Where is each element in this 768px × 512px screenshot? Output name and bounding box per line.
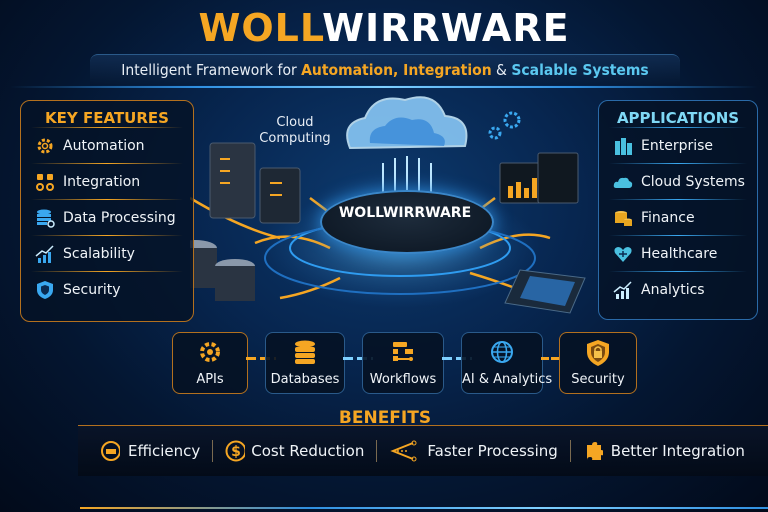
benefits-list: Efficiency $ Cost Reduction Faster Proce… — [100, 440, 745, 462]
component-databases: Databases — [265, 332, 345, 394]
svg-text:$: $ — [231, 444, 241, 460]
gear-icon — [197, 339, 223, 369]
benefit-efficiency: Efficiency — [100, 441, 200, 461]
application-enterprise: Enterprise — [599, 128, 757, 163]
subtitle-highlight-cyan: Scalable Systems — [511, 61, 649, 79]
network-icon — [389, 440, 417, 462]
feature-label: Integration — [63, 173, 141, 190]
application-label: Analytics — [641, 281, 705, 298]
divider — [569, 440, 571, 462]
page-title: WOLLWIRRWARE — [0, 6, 768, 50]
divider — [212, 440, 214, 462]
hub-label: WOLLWIRRWARE — [338, 205, 472, 221]
application-label: Enterprise — [641, 137, 714, 154]
divider — [609, 163, 747, 164]
divider — [31, 127, 183, 128]
coins-icon — [613, 208, 633, 228]
divider — [31, 235, 183, 236]
feature-data-processing: Data Processing — [21, 200, 193, 235]
applications-panel: APPLICATIONS Enterprise Cloud Systems Fi… — [598, 100, 758, 320]
application-label: Finance — [641, 209, 695, 226]
benefit-cost-reduction: $ Cost Reduction — [225, 440, 365, 462]
component-label: AI & Analytics — [462, 372, 553, 387]
cloud-computing-label: Cloud Computing — [255, 115, 335, 147]
cloud-label-line1: Cloud — [276, 115, 314, 130]
component-label: Security — [571, 372, 625, 387]
component-label: APIs — [196, 372, 224, 387]
application-finance: Finance — [599, 200, 757, 235]
benefits-bar — [78, 425, 768, 476]
application-label: Cloud Systems — [641, 173, 745, 190]
analytics-icon — [613, 280, 633, 300]
feature-label: Security — [63, 281, 121, 298]
subtitle-amp: & — [491, 61, 512, 79]
feature-label: Data Processing — [63, 209, 176, 226]
benefit-label: Better Integration — [610, 442, 745, 460]
benefit-label: Faster Processing — [427, 442, 558, 460]
feature-automation: Automation — [21, 128, 193, 163]
component-workflows: Workflows — [362, 332, 444, 394]
title-part-white: WIRRWARE — [322, 6, 570, 50]
divider — [609, 235, 747, 236]
shield-lock-icon — [585, 339, 611, 371]
cloud-icon — [346, 96, 468, 150]
connector — [246, 357, 276, 360]
benefit-label: Cost Reduction — [251, 442, 365, 460]
divider — [609, 127, 747, 128]
benefit-label: Efficiency — [128, 442, 201, 460]
globe-icon — [489, 339, 515, 369]
component-label: Workflows — [369, 372, 437, 387]
applications-title: APPLICATIONS — [616, 109, 740, 127]
growth-chart-icon — [35, 244, 55, 264]
gear-icon — [35, 136, 55, 156]
database-icon — [292, 339, 318, 369]
benefits-title: BENEFITS — [338, 408, 432, 428]
heart-icon — [613, 244, 633, 264]
puzzle-icon — [583, 441, 603, 461]
benefit-faster-processing: Faster Processing — [389, 440, 558, 462]
connector — [541, 357, 559, 360]
divider — [31, 271, 183, 272]
cloud-label-line2: Computing — [259, 131, 331, 146]
cloud-icon — [613, 172, 633, 192]
subtitle-highlight-orange: Automation, Integration — [301, 61, 492, 79]
divider — [31, 163, 183, 164]
subtitle-prefix: Intelligent Framework for — [121, 61, 302, 79]
bottom-glow-line — [80, 507, 768, 509]
component-security: Security — [559, 332, 637, 394]
application-healthcare: Healthcare — [599, 236, 757, 271]
building-icon — [613, 136, 633, 156]
feature-integration: Integration — [21, 164, 193, 199]
integration-icon — [35, 172, 55, 192]
divider — [31, 199, 183, 200]
subtitle: Intelligent Framework for Automation, In… — [90, 55, 680, 85]
divider — [376, 440, 378, 462]
feature-scalability: Scalability — [21, 236, 193, 271]
divider — [609, 199, 747, 200]
feature-label: Automation — [63, 137, 145, 154]
key-features-panel: KEY FEATURES Automation Integration Data… — [20, 100, 194, 322]
feature-label: Scalability — [63, 245, 135, 262]
workflow-icon — [390, 339, 416, 369]
dollar-icon: $ — [225, 440, 246, 462]
divider — [609, 271, 747, 272]
connector — [442, 357, 472, 360]
component-ai-analytics: AI & Analytics — [461, 332, 553, 394]
connector — [343, 357, 373, 360]
feature-security: Security — [21, 272, 193, 307]
efficiency-icon — [100, 441, 120, 461]
shield-icon — [35, 280, 55, 300]
component-label: Databases — [270, 372, 340, 387]
central-hub — [320, 190, 494, 254]
component-apis: APIs — [172, 332, 248, 394]
header-divider — [10, 86, 758, 88]
benefit-better-integration: Better Integration — [583, 441, 745, 461]
title-part-orange: WOLL — [198, 6, 323, 50]
database-icon — [35, 208, 55, 228]
key-features-title: KEY FEATURES — [45, 109, 169, 127]
application-cloud-systems: Cloud Systems — [599, 164, 757, 199]
subtitle-bar: Intelligent Framework for Automation, In… — [90, 54, 680, 85]
application-label: Healthcare — [641, 245, 718, 262]
application-analytics: Analytics — [599, 272, 757, 307]
